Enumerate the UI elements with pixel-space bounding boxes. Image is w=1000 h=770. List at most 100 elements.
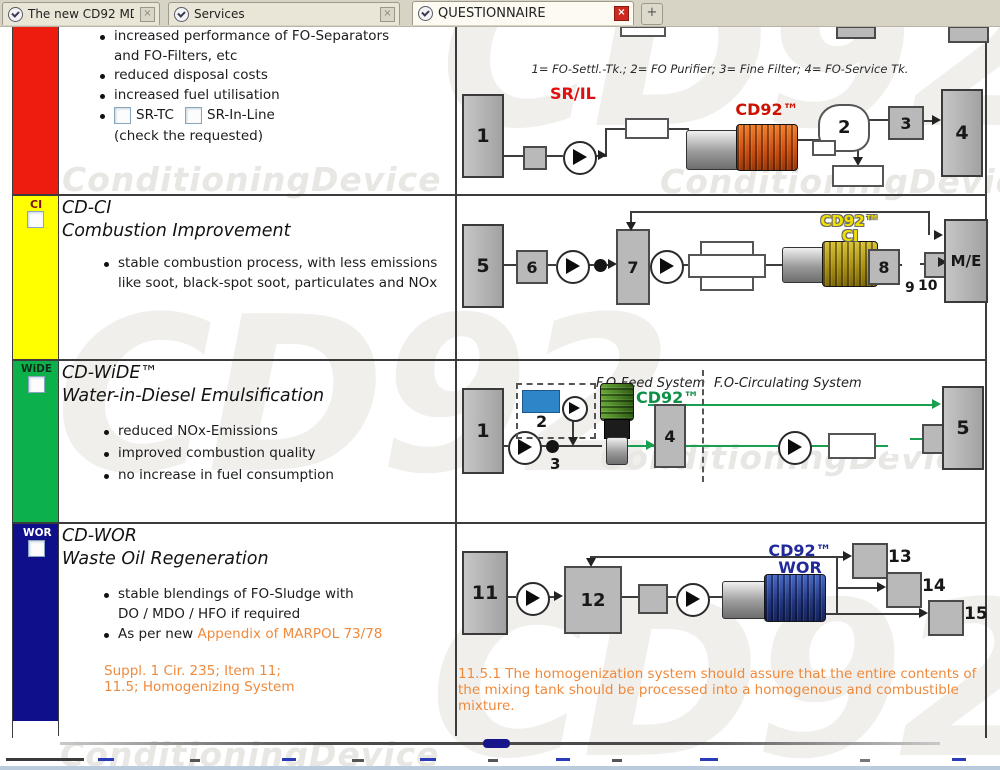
ci-bullet-1b: like soot, black-spot soot, particulates…: [118, 275, 438, 291]
pipe: [586, 264, 594, 266]
page-check-icon: [8, 6, 23, 22]
cd92-ci-label: CD92™: [820, 212, 880, 230]
wor-ref-1: Suppl. 1 Cir. 235; Item 11;: [104, 663, 281, 679]
ci-subtitle: Combustion Improvement: [62, 221, 291, 241]
flow-arrow-green: [932, 399, 941, 409]
watermark-conditioningdevice: ConditioningDevice: [60, 735, 440, 770]
divider-handle[interactable]: [483, 739, 510, 748]
pipe: [538, 445, 546, 447]
marpol-appendix-link[interactable]: Appendix of MARPOL 73/78: [197, 626, 383, 642]
diagram-partial-box: [948, 26, 989, 43]
label-2w: 2: [536, 412, 548, 431]
pump-icon: [676, 583, 710, 617]
ci-checkbox[interactable]: [27, 211, 44, 228]
tab-label: The new CD92 MD-Magne...: [28, 7, 134, 21]
tab-questionnaire[interactable]: QUESTIONNAIRE ×: [412, 1, 634, 25]
ci-title: CD-CI: [62, 198, 112, 218]
pipe: [605, 128, 625, 130]
tab-close-icon[interactable]: ×: [380, 6, 395, 22]
strainer-box: [638, 584, 668, 614]
flow-arrow: [919, 608, 928, 618]
box-14: [886, 572, 922, 608]
circulating-system-label: F.O-Circulating System: [714, 376, 862, 391]
pipe: [920, 120, 936, 122]
ci-bullet-1: stable combustion process, with less emi…: [118, 255, 438, 271]
label-13: 13: [888, 547, 912, 567]
table-border-colorcol: [58, 26, 59, 736]
pump-icon: [508, 431, 542, 465]
cutoff-text-fragment: [282, 758, 296, 761]
sr-check-note: (check the requested): [114, 128, 263, 144]
new-tab-button[interactable]: +: [641, 3, 663, 25]
page-check-icon: [418, 6, 433, 21]
cutoff-text-fragment: [352, 759, 364, 762]
bullet-dot: [104, 593, 109, 598]
green-pipe: [808, 445, 828, 447]
diagram-partial-box: [620, 26, 666, 37]
step-shape: [888, 424, 910, 454]
pipe: [559, 445, 602, 447]
additive-tank-blue: [522, 390, 560, 413]
pipe: [796, 139, 820, 141]
cd92-motor-blue: [764, 574, 826, 622]
sr-inline-checkbox[interactable]: [185, 107, 202, 124]
pump-icon: [778, 431, 812, 465]
flow-arrow: [608, 259, 617, 269]
recirculation-pipe: [630, 211, 930, 213]
green-pipe: [910, 438, 922, 440]
label-9: 9: [905, 280, 915, 296]
cd92-pump-body: [722, 581, 770, 619]
flow-arrow: [877, 582, 886, 592]
box-4w: 4: [654, 404, 686, 468]
box-15: [928, 600, 964, 636]
diagram-partial-box: [836, 26, 876, 39]
wor-ref-2: 11.5; Homogenizing System: [104, 679, 295, 695]
tab-services[interactable]: Services ×: [168, 2, 400, 25]
wor-bullet-1b: DO / MDO / HFO if required: [118, 606, 301, 622]
box-8: 8: [868, 249, 900, 285]
shape-9: [902, 256, 920, 276]
cutoff-text-fragment: [6, 758, 84, 761]
green-pipe: [876, 445, 888, 447]
pipe: [543, 155, 563, 157]
cd92-ci-label2: CI: [841, 227, 859, 245]
pipe: [664, 596, 676, 598]
pipe: [544, 264, 556, 266]
section-divider: [12, 194, 987, 196]
tab-close-icon[interactable]: ×: [614, 6, 629, 21]
section-divider: [12, 359, 987, 361]
page-check-icon: [174, 6, 189, 22]
pipe: [572, 420, 574, 440]
sr-tc-checkbox[interactable]: [114, 107, 131, 124]
sr-tc-label: SR-TC: [136, 107, 174, 123]
tab-close-icon[interactable]: ×: [140, 6, 155, 22]
wor-title: CD-WOR: [62, 526, 137, 546]
flow-arrow: [843, 551, 852, 561]
cd92-wide-label: CD92™: [636, 388, 700, 407]
pipe: [618, 596, 638, 598]
fine-filter-box: 3: [888, 106, 924, 140]
bullet-dot: [100, 35, 105, 40]
cutoff-text-fragment: [952, 758, 966, 761]
pipe: [766, 264, 782, 266]
cd92-wor-label2: WOR: [778, 558, 822, 577]
system-divider-dashed: [702, 370, 704, 482]
bullet-dot: [100, 94, 105, 99]
purifier-shape: [818, 104, 870, 152]
wor-bullet-1: stable blendings of FO-Sludge with: [118, 586, 354, 602]
pipe: [669, 128, 689, 130]
sr-system-label: SR/IL: [550, 84, 596, 103]
valve-icon: [546, 440, 559, 453]
cd92-motor-green: [600, 383, 634, 421]
flow-arrow: [938, 257, 947, 267]
label-3w: 3: [550, 455, 561, 473]
tank-11: 11: [462, 551, 508, 635]
flow-arrow: [934, 230, 943, 240]
wor-checkbox[interactable]: [28, 540, 45, 557]
wide-checkbox[interactable]: [28, 376, 45, 393]
green-pipe: [648, 404, 934, 406]
junction-pipe: [836, 556, 838, 614]
sr-bullet-1: increased performance of FO-Separators: [114, 28, 390, 44]
tab-cd92-md-magnetite[interactable]: The new CD92 MD-Magne... ×: [2, 2, 160, 25]
flow-arrow: [554, 591, 563, 601]
